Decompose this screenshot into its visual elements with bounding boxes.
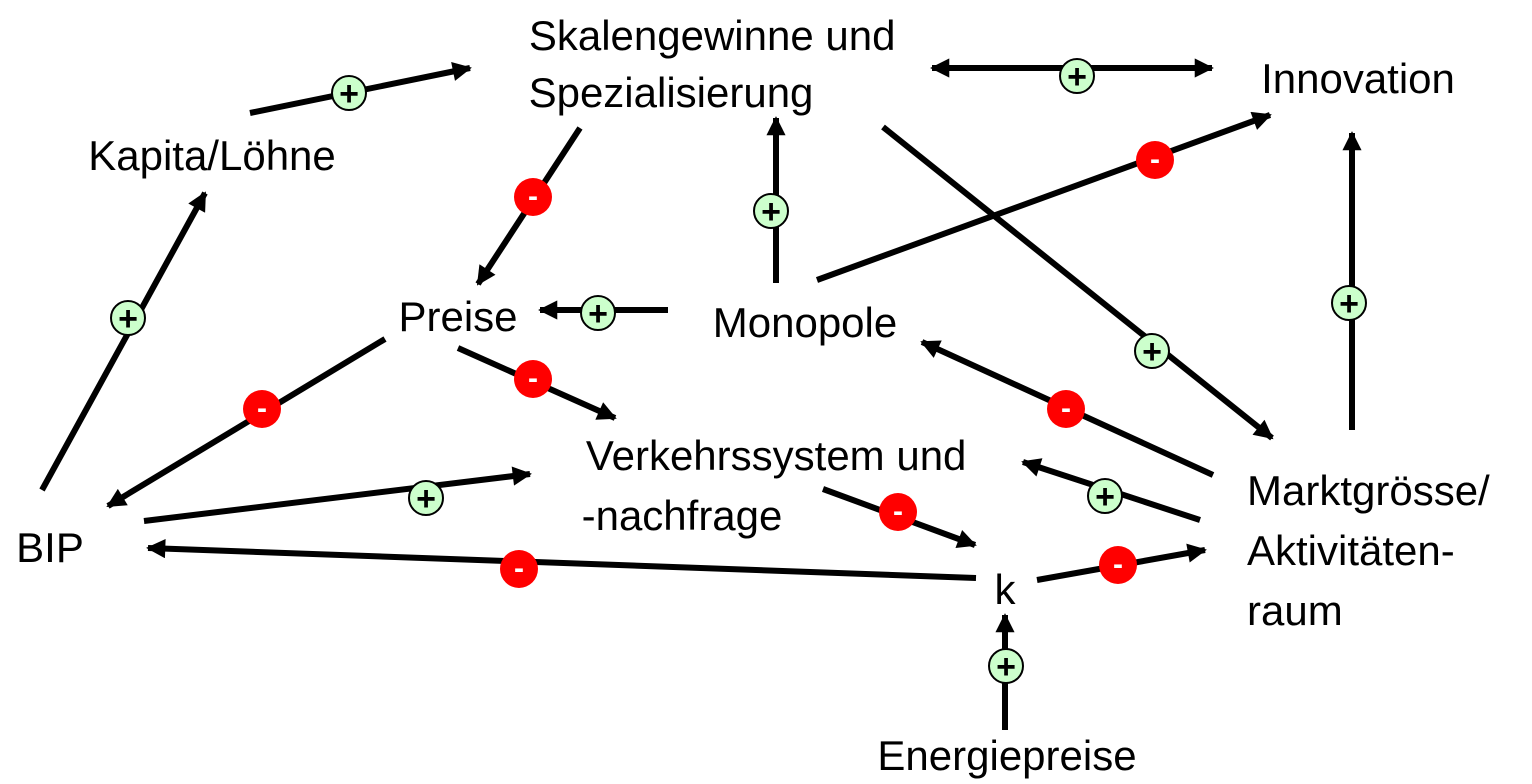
svg-text:+: + [761,193,781,231]
minus-sign-preise-to-verkehr: - [514,360,552,398]
svg-text:-: - [514,552,524,585]
node-preise: Preise [398,293,517,340]
minus-sign-skalengewinne-to-preise: - [514,178,552,216]
node-innovation: Innovation [1261,55,1455,102]
plus-sign-markt-to-verkehr: + [1087,478,1123,516]
plus-sign-bip-to-verkehr: + [408,480,444,518]
edge-bip-to-verkehr [143,466,532,524]
svg-text:+: + [1067,58,1087,96]
svg-text:-: - [528,362,538,395]
node-verkehrssystem: Verkehrssystem und -nachfrage [582,432,978,539]
edge-monopole-to-innovation [815,111,1272,283]
svg-text:+: + [1339,285,1359,323]
svg-text:+: + [588,295,608,333]
plus-sign-monopole-to-skalengewinne: + [753,193,789,231]
edge-bip-to-kapita [39,191,208,492]
edge-skalengewinne-to-markt [881,124,1274,441]
svg-text:-: - [528,180,538,213]
edge-k-to-bip [146,539,977,581]
plus-sign-energie-to-k: + [988,648,1024,686]
node-skalengewinne: Skalengewinne und Spezialisierung [529,12,908,116]
plus-sign-monopole-to-preise: + [580,295,616,333]
svg-text:+: + [996,648,1016,686]
nodes: Skalengewinne und Spezialisierung Innova… [16,12,1501,779]
edge-signs: + + + - + - + + + - - - + + - - - + [110,58,1367,686]
plus-sign-bip-to-kapita: + [110,300,146,338]
minus-sign-preise-to-bip: - [243,390,281,428]
node-k: k [995,566,1017,613]
minus-sign-k-to-bip: - [500,550,538,588]
svg-text:+: + [1095,478,1115,516]
minus-sign-monopole-to-innovation: - [1136,141,1174,179]
plus-sign-skalengewinne-to-markt: + [1134,333,1170,371]
svg-text:-: - [1061,392,1071,425]
plus-sign-skalengewinne-to-innovation: + [1059,58,1095,96]
node-monopole: Monopole [713,299,897,346]
edge-preise-to-bip [106,336,387,509]
node-kapita-loehne: Kapita/Löhne [88,132,336,179]
svg-text:-: - [1113,548,1123,581]
svg-text:-: - [257,392,267,425]
minus-sign-verkehr-to-k: - [879,493,917,531]
minus-sign-k-to-markt: - [1099,546,1137,584]
svg-text:+: + [118,300,138,338]
node-energiepreise: Energiepreise [877,732,1136,779]
svg-text:-: - [1150,143,1160,176]
svg-text:+: + [339,75,359,113]
plus-sign-markt-to-innovation: + [1331,285,1367,323]
node-marktgroesse: Marktgrösse/ Aktivitäten- raum [1247,467,1501,634]
svg-text:+: + [1142,333,1162,371]
svg-text:+: + [416,480,436,518]
minus-sign-markt-to-monopole: - [1047,390,1085,428]
plus-sign-kapita-to-skalengewinne: + [331,75,367,113]
node-bip: BIP [16,524,84,571]
svg-text:-: - [893,495,903,528]
